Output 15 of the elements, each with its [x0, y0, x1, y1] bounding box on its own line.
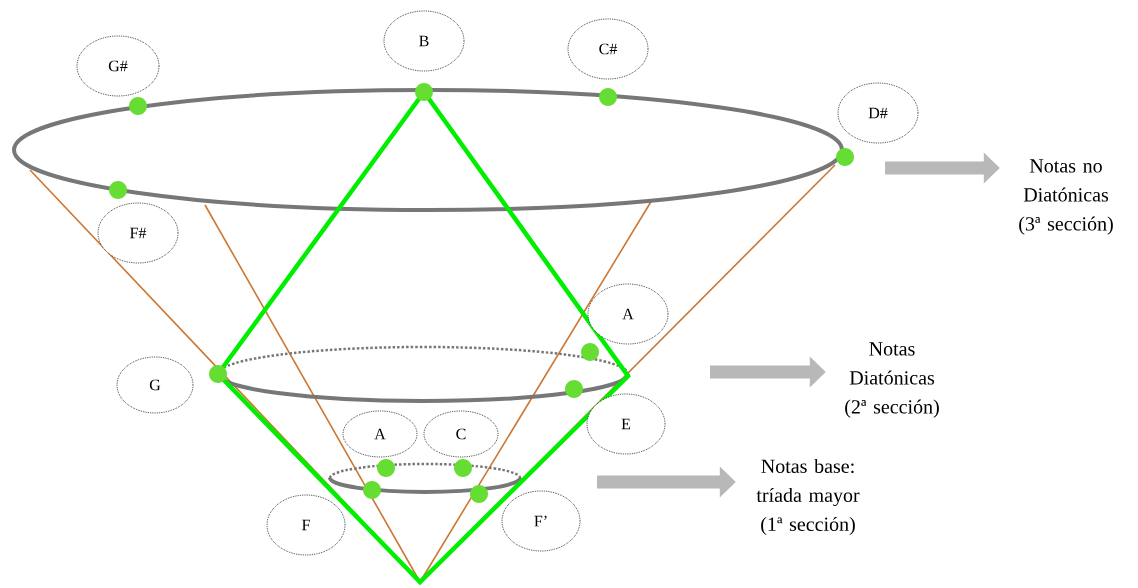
note-label: G	[116, 356, 194, 414]
note-label: D#	[837, 82, 919, 144]
section-label: Notas Diatónicas (2ª sección)	[845, 342, 939, 418]
note-label: A	[342, 410, 418, 458]
note-label: F#	[97, 202, 179, 264]
note-label: A	[587, 283, 669, 345]
note-label: G#	[76, 35, 160, 97]
note-label: B	[383, 10, 465, 72]
note-label: F’	[501, 490, 581, 552]
note-label: F	[266, 494, 346, 556]
section-label: Notas no Diatónicas (3ª sección)	[1019, 159, 1113, 235]
note-label: C	[423, 410, 499, 458]
section-label: Notas base: tríada mayor (1ª sección)	[756, 458, 860, 536]
note-label: C#	[567, 18, 649, 80]
note-label: E	[586, 393, 666, 455]
